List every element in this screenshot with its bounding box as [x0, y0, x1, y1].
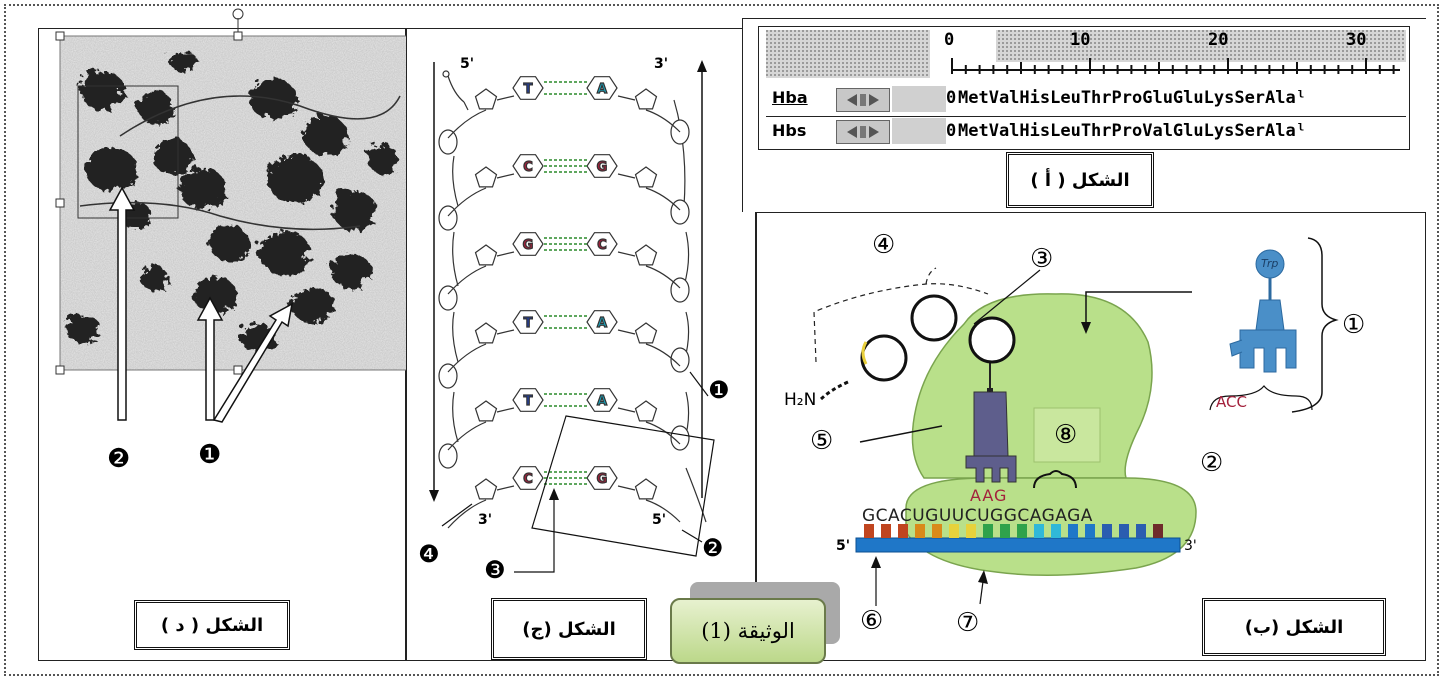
hbs-row: Hbs 0 MetValHisLeuThrProValGluLysSerAlaˡ [766, 116, 1406, 145]
panel-b-number-6: ⑥ [860, 606, 884, 636]
panel-b-number-7: ⑦ [956, 608, 980, 638]
mrna-base-tick [966, 524, 976, 538]
hba-name: Hba [772, 88, 808, 107]
hba-pos: 0 [946, 88, 957, 108]
hbs-pattern [892, 118, 946, 144]
mrna-base-tick [881, 524, 891, 538]
ruler-tick-0: 0 [944, 30, 955, 50]
mrna-5prime: 5' [836, 538, 851, 554]
mrna-base-tick [1102, 524, 1112, 538]
dna-base-3-0: T [524, 316, 533, 331]
panel-d-number-1: ❶ [198, 440, 222, 470]
mrna-base-tick [1051, 524, 1061, 538]
page-border [4, 4, 1439, 676]
mrna-base-tick [1017, 524, 1027, 538]
mrna-base-tick [983, 524, 993, 538]
mrna-base-tick [1119, 524, 1129, 538]
panel-c-number-4: ❹ [418, 540, 440, 568]
hbs-name: Hbs [772, 121, 807, 140]
dna-base-4-0: T [524, 394, 533, 409]
ruler-tick-20: 20 [1208, 30, 1229, 50]
panel-b-number-2: ② [1200, 448, 1224, 478]
panel-c-bottom-5prime: 5' [652, 512, 667, 528]
hba-sequence: MetValHisLeuThrProGluGluLysSerAlaˡ [958, 88, 1306, 108]
mrna-base-tick [949, 524, 959, 538]
mrna-base-tick [1000, 524, 1010, 538]
dna-base-2-0: G [523, 238, 534, 253]
document-label: الوثيقة (1) [670, 598, 826, 664]
micrograph-blobs [62, 48, 396, 350]
dna-base-5-0: C [523, 472, 533, 487]
dna-base-0-0: T [524, 82, 533, 97]
panel-b-translation-diagram [813, 237, 1339, 606]
mrna-3prime: 3' [1184, 538, 1197, 554]
dna-base-0-1: A [597, 82, 607, 97]
panel-a-label: الشكل ( أ ) [1006, 152, 1154, 208]
dna-base-1-1: G [597, 160, 608, 175]
panel-b-number-8: ⑧ [1054, 420, 1078, 450]
mrna-base-tick [1068, 524, 1078, 538]
panel-d-label: الشكل ( د ) [134, 600, 290, 650]
panel-c [406, 28, 756, 661]
free-trna-anticodon: ACC [1216, 393, 1247, 411]
mrna-base-tick [864, 524, 874, 538]
mrna-base-tick [1136, 524, 1146, 538]
mrna-base-tick [915, 524, 925, 538]
mrna-base-tick [898, 524, 908, 538]
panel-c-number-1: ❶ [708, 376, 730, 404]
dna-base-5-1: G [597, 472, 608, 487]
mrna-base-tick [932, 524, 942, 538]
panel-b-label: الشكل (ب) [1202, 598, 1386, 656]
panel-c-top-5prime: 5' [460, 56, 475, 72]
panel-c-top-3prime: 3' [654, 56, 669, 72]
mrna-strand [855, 537, 1181, 553]
panel-b-number-5: ⑤ [810, 426, 834, 456]
panel-d-number-2: ❷ [107, 444, 131, 474]
panel-c-number-2: ❷ [702, 534, 724, 562]
hbs-sequence: MetValHisLeuThrProValGluLysSerAlaˡ [958, 121, 1306, 141]
mrna-base-tick [1085, 524, 1095, 538]
mrna-base-tick [1153, 524, 1163, 538]
free-trna-amino-acid: Trp [1261, 257, 1279, 270]
panel-c-bottom-3prime: 3' [478, 512, 493, 528]
panel-c-label: الشكل (ج) [491, 598, 647, 660]
dna-base-2-1: C [597, 238, 607, 253]
panel-b-number-3: ③ [1030, 244, 1054, 274]
hba-pattern [892, 86, 946, 112]
amine-group: H₂N [784, 390, 817, 410]
ruler-tick-10: 10 [1070, 30, 1091, 50]
panel-d-arrows [108, 186, 294, 423]
mrna-base-tick [1034, 524, 1044, 538]
panel-b-number-4: ④ [872, 230, 896, 260]
panel-c-number-3: ❸ [484, 556, 506, 584]
dna-base-1-0: C [523, 160, 533, 175]
dna-base-4-1: A [597, 394, 607, 409]
dna-base-3-1: A [597, 316, 607, 331]
ruler-tick-30: 30 [1346, 30, 1367, 50]
bound-trna-anticodon: AAG [970, 486, 1008, 505]
hbs-arrows-icon [836, 120, 890, 144]
mrna-sequence: GCACUGUUCUGGCAGAGA [862, 506, 1093, 526]
hba-row: Hba 0 MetValHisLeuThrProGluGluLysSerAlaˡ [766, 86, 1406, 114]
panel-a-ruler [766, 30, 1406, 78]
hbs-pos: 0 [946, 121, 957, 141]
hba-arrows-icon [836, 88, 890, 112]
panel-b-number-1: ① [1342, 310, 1366, 340]
